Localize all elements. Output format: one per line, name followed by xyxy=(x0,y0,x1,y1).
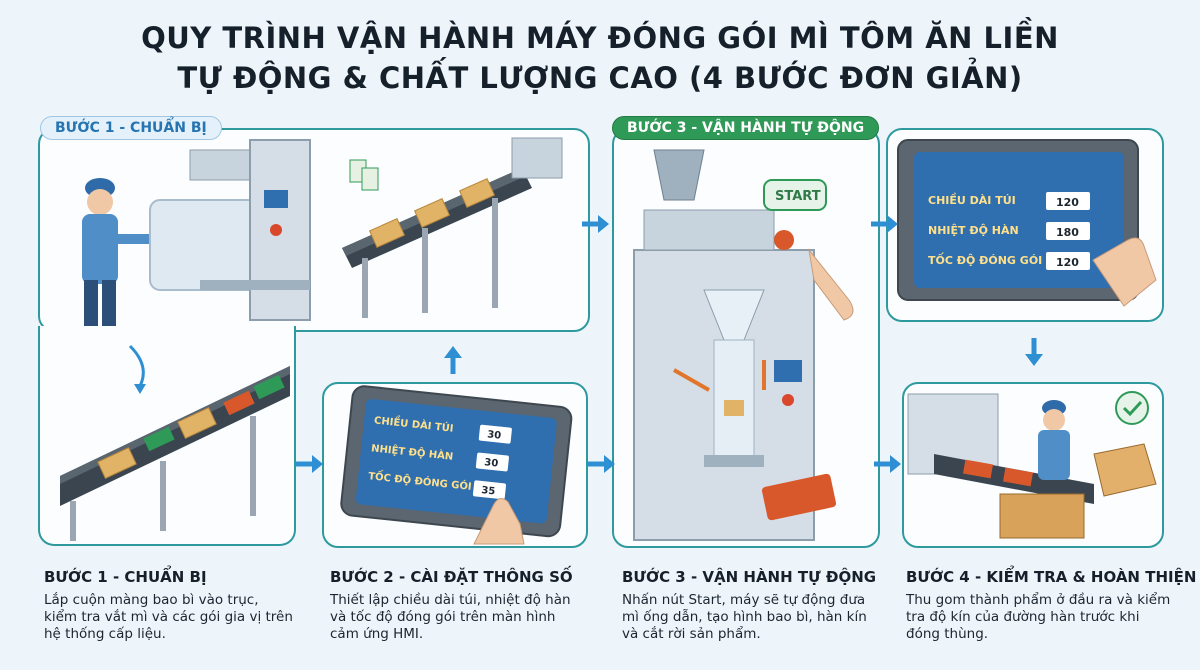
hmi-large-field-1[interactable] xyxy=(1046,222,1090,240)
step2-caption-heading: BƯỚC 2 - CÀI ĐẶT THÔNG SỐ xyxy=(330,568,573,586)
hmi-large-field-0[interactable] xyxy=(1046,192,1090,210)
hand-icon xyxy=(1092,237,1157,307)
hmi-small-field-1 xyxy=(475,452,509,472)
step3-vffs-machine-illustration: START xyxy=(633,149,854,541)
film-machine xyxy=(189,139,311,321)
step3-caption-heading: BƯỚC 3 - VẬN HÀNH TỰ ĐỘNG xyxy=(622,568,877,586)
step1-caption-body: Lắp cuộn màng bao bì vào trục, kiểm tra … xyxy=(44,592,293,642)
flow-arrow-icon xyxy=(673,368,710,392)
hmi-large-value-1: 180 xyxy=(1056,226,1079,239)
arrow-right-icon xyxy=(588,455,615,473)
title-line-2: TỰ ĐỘNG & CHẤT LƯỢNG CAO (4 BƯỚC ĐƠN GIẢ… xyxy=(177,61,1023,95)
step2-caption: BƯỚC 2 - CÀI ĐẶT THÔNG SỐ Thiết lập chiề… xyxy=(330,568,580,643)
hmi-small-field-0 xyxy=(478,424,512,444)
step2-panel: CHIỀU DÀI TÚI 30 NHIỆT ĐỘ HÀN 30 TỐC ĐỘ … xyxy=(322,382,588,548)
arrow-right-icon xyxy=(874,455,901,473)
step4-caption-heading: BƯỚC 4 - KIỂM TRA & HOÀN THIỆN xyxy=(906,568,1197,586)
step3-caption-body: Nhấn nút Start, máy sẽ tự động đưa mì ốn… xyxy=(622,592,867,642)
hmi-large-value-0: 120 xyxy=(1056,196,1079,209)
packing-machine xyxy=(633,149,837,541)
hmi-large-label-1: NHIỆT ĐỘ HÀN xyxy=(928,224,1019,237)
hmi-large-label-2: TỐC ĐỘ ĐÓNG GÓI xyxy=(928,252,1042,267)
step1-caption: BƯỚC 1 - CHUẨN BỊ Lắp cuộn màng bao bì v… xyxy=(44,568,294,643)
seasoning-packets-icon xyxy=(349,159,379,191)
arrow-right-icon xyxy=(582,215,609,233)
hmi-small-field-2 xyxy=(472,480,507,500)
feed-conveyor xyxy=(60,366,290,541)
arrow-right-icon xyxy=(296,455,323,473)
hmi-small-value-1: 30 xyxy=(484,457,499,469)
step3-caption: BƯỚC 3 - VẬN HÀNH TỰ ĐỘNG Nhấn nút Start… xyxy=(622,568,877,643)
hand-icon xyxy=(808,248,854,321)
step4-caption-body: Thu gom thành phẩm ở đầu ra và kiểm tra … xyxy=(906,592,1171,642)
arrow-down-icon xyxy=(1025,338,1043,366)
arrow-right-icon xyxy=(871,215,898,233)
inclined-conveyor xyxy=(342,137,563,318)
arrow-up-icon xyxy=(444,346,462,374)
inspection-illustration xyxy=(907,391,1157,539)
hmi-large-value-2: 120 xyxy=(1056,256,1079,269)
hmi-screen-large xyxy=(914,152,1124,288)
start-button[interactable]: START xyxy=(763,179,827,211)
page-title: QUY TRÌNH VẬN HÀNH MÁY ĐÓNG GÓI MÌ TÔM Ă… xyxy=(0,18,1200,98)
check-badge-icon xyxy=(1115,391,1149,425)
worker-figure xyxy=(1038,400,1070,480)
step4-caption: BƯỚC 4 - KIỂM TRA & HOÀN THIỆN Thu gom t… xyxy=(906,568,1197,643)
step4-inspection-panel xyxy=(902,382,1164,548)
step1-panel-lower xyxy=(38,326,296,546)
hand-icon xyxy=(473,498,525,545)
open-box xyxy=(1093,443,1157,497)
step3-tag: BƯỚC 3 - VẬN HÀNH TỰ ĐỘNG xyxy=(612,116,880,140)
hmi-large-field-2[interactable] xyxy=(1046,252,1090,270)
hmi-small-value-2: 35 xyxy=(481,485,496,497)
step4-hmi-panel: CHIỀU DÀI TÚI 120 NHIỆT ĐỘ HÀN 180 TỐC Đ… xyxy=(886,128,1164,322)
worker-figure xyxy=(82,178,154,328)
step2-conveyor-panel xyxy=(322,128,584,328)
conveyor-hopper-illustration xyxy=(342,137,563,318)
title-line-1: QUY TRÌNH VẬN HÀNH MÁY ĐÓNG GÓI MÌ TÔM Ă… xyxy=(141,21,1059,55)
hmi-large-illustration: CHIỀU DÀI TÚI 120 NHIỆT ĐỘ HÀN 180 TỐC Đ… xyxy=(897,139,1157,307)
hmi-small-value-0: 30 xyxy=(487,429,502,441)
finished-package xyxy=(761,473,837,521)
start-push-button[interactable] xyxy=(774,230,794,250)
hmi-large-label-0: CHIỀU DÀI TÚI xyxy=(928,193,1016,207)
carton-box xyxy=(999,493,1085,539)
step1-conveyor-illustration xyxy=(60,344,290,541)
step2-caption-body: Thiết lập chiều dài túi, nhiệt độ hàn và… xyxy=(330,592,571,642)
step1-caption-heading: BƯỚC 1 - CHUẨN BỊ xyxy=(44,568,207,586)
start-button-label: START xyxy=(775,189,821,204)
step2-hmi-tablet-illustration: CHIỀU DÀI TÚI 30 NHIỆT ĐỘ HÀN 30 TỐC ĐỘ … xyxy=(340,385,573,545)
down-arrow-icon xyxy=(128,344,145,387)
step1-tag: BƯỚC 1 - CHUẨN BỊ xyxy=(40,116,222,140)
step1-film-roll-illustration xyxy=(82,139,311,328)
step3-panel: START xyxy=(612,128,880,548)
